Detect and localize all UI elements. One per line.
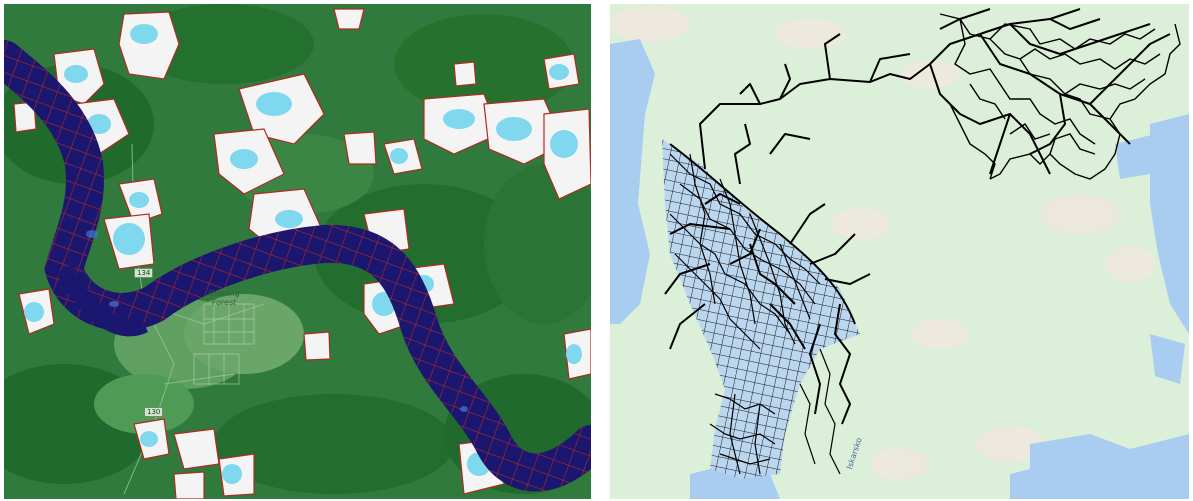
network-mesh-west	[669, 153, 841, 475]
reservoir	[662, 139, 860, 479]
drainage-network	[664, 8, 1171, 425]
network-map-canvas	[610, 4, 1189, 499]
town-label: Cuming Forest	[208, 289, 240, 307]
satellite-map-panel[interactable]: Cuming Forest 134 130	[4, 4, 591, 499]
river-channel	[4, 40, 591, 492]
town-streets	[193, 303, 255, 385]
road-shield-north: 134	[134, 268, 154, 278]
satellite-map-canvas	[4, 4, 591, 499]
rivers-and-lakes	[610, 39, 1189, 499]
network-mesh-east	[939, 13, 1181, 180]
road-shield-south: 130	[144, 407, 164, 417]
network-map-panel[interactable]: Iskarsko	[610, 4, 1189, 499]
